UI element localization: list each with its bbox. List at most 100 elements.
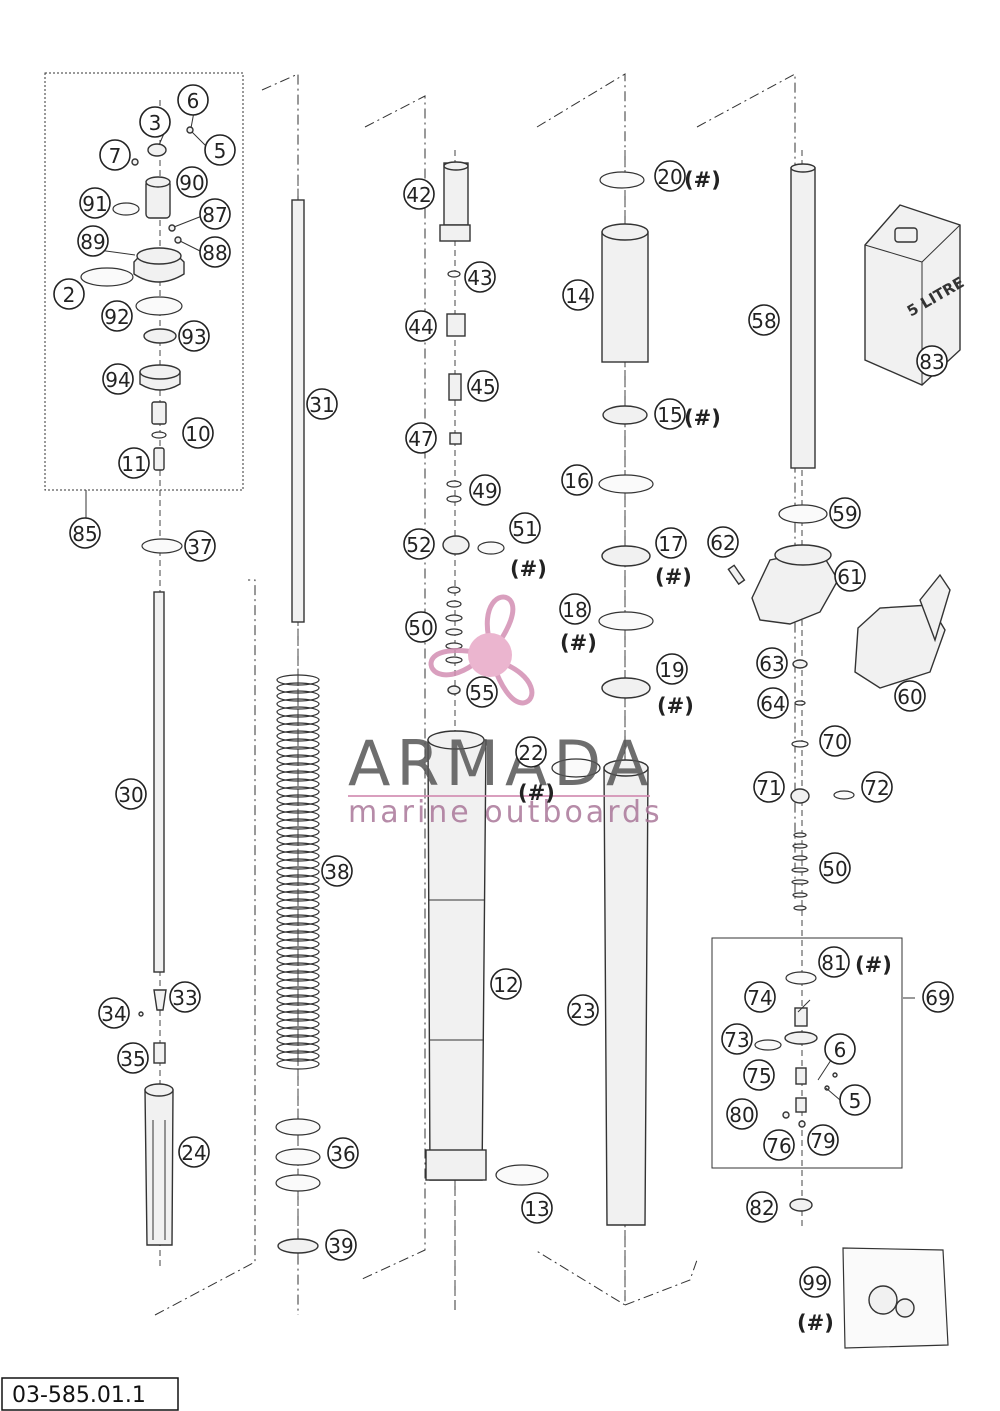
svg-text:89: 89 [80,230,105,254]
svg-text:49: 49 [472,479,497,503]
svg-text:17: 17 [658,532,683,556]
svg-text:52: 52 [406,533,431,557]
callout-80: 80 [726,1098,758,1130]
callout-10: 10 [182,417,214,449]
callout-88: 88 [199,236,231,268]
callout-6: 6 [177,84,209,116]
callout-30: 30 [115,778,147,810]
svg-text:10: 10 [185,422,210,446]
svg-text:63: 63 [759,652,784,676]
svg-text:50: 50 [408,616,433,640]
callout-45: 45 [467,370,499,402]
svg-text:74: 74 [747,986,772,1010]
callout-34: 34 [98,997,130,1029]
callout-87: 87 [199,198,231,230]
callout-59: 59 [829,497,861,529]
callout-14: 14 [562,279,594,311]
svg-text:70: 70 [822,730,847,754]
watermark-brand: ARMADA [348,727,654,800]
svg-text:83: 83 [919,350,944,374]
callout-6-2: 6 [824,1033,856,1065]
svg-text:51: 51 [512,517,537,541]
part-drawings: 5 LITRE [80,126,967,1349]
svg-text:59: 59 [832,502,857,526]
callout-33: 33 [169,981,201,1013]
callout-37: 37 [184,530,216,562]
callout-51: 51 [509,512,541,544]
svg-text:47: 47 [408,427,433,451]
svg-text:91: 91 [82,192,107,216]
callout-12: 12 [490,968,522,1000]
callout-2: 2 [53,278,85,310]
hash-marker-99: (#) [797,1311,834,1335]
svg-text:62: 62 [710,531,735,555]
svg-text:5: 5 [849,1089,862,1113]
callout-38: 38 [321,855,353,887]
callout-18: 18 [559,593,591,625]
callout-93: 93 [178,320,210,352]
kit-85-box [44,72,244,491]
svg-text:18: 18 [562,598,587,622]
svg-text:61: 61 [837,565,862,589]
callout-83: 83 [916,345,948,377]
callout-39: 39 [325,1229,357,1261]
svg-text:43: 43 [467,266,492,290]
callout-99: 99 [799,1266,831,1298]
svg-text:15: 15 [657,403,682,427]
propeller-icon [428,594,535,706]
watermark-logo: ARMADA marine outboards [348,594,660,830]
hash-markers: (#)(#)(#)(#)(#)(#)(#)(#)(#) [510,168,892,1335]
callout-3: 3 [139,106,171,138]
hash-marker-20: (#) [684,168,721,192]
callout-85: 85 [69,517,101,549]
callout-20: 20 [654,160,686,192]
svg-text:23: 23 [570,999,595,1023]
hash-marker-18: (#) [560,631,597,655]
kit-69-box [711,937,903,1169]
callout-71: 71 [753,771,785,803]
svg-text:24: 24 [181,1141,206,1165]
callout-5: 5 [204,134,236,166]
callout-50: 50 [405,611,437,643]
svg-text:45: 45 [470,375,495,399]
svg-text:30: 30 [118,783,143,807]
svg-text:75: 75 [746,1064,771,1088]
callout-72: 72 [861,771,893,803]
svg-text:64: 64 [760,692,785,716]
callout-55: 55 [466,676,498,708]
svg-text:37: 37 [187,535,212,559]
hash-marker-17: (#) [655,565,692,589]
callout-62: 62 [707,526,739,558]
svg-text:69: 69 [925,986,950,1010]
callout-63: 63 [756,647,788,679]
svg-text:33: 33 [172,986,197,1010]
hash-marker-81: (#) [855,953,892,977]
callout-90: 90 [176,166,208,198]
svg-text:87: 87 [202,203,227,227]
svg-text:42: 42 [406,183,431,207]
svg-text:7: 7 [109,144,122,168]
callout-50-2: 50 [819,852,851,884]
svg-text:81: 81 [821,951,846,975]
callout-36: 36 [327,1137,359,1169]
svg-text:71: 71 [756,776,781,800]
callout-79: 79 [807,1124,839,1156]
part-callouts: 2355667101112131415161718192022232430313… [53,84,954,1298]
callout-16: 16 [561,464,593,496]
svg-text:44: 44 [408,315,433,339]
callout-74: 74 [744,981,776,1013]
callout-49: 49 [469,474,501,506]
callout-91: 91 [79,187,111,219]
callout-92: 92 [101,300,133,332]
svg-text:35: 35 [120,1047,145,1071]
svg-text:79: 79 [810,1129,835,1153]
drawing-id-box: 03-585.01.1 [1,1377,179,1411]
svg-text:12: 12 [493,973,518,997]
svg-text:82: 82 [749,1196,774,1220]
callout-43: 43 [464,261,496,293]
callout-42: 42 [403,178,435,210]
svg-text:6: 6 [834,1038,847,1062]
callout-23: 23 [567,994,599,1026]
svg-text:36: 36 [330,1142,355,1166]
svg-text:6: 6 [187,89,200,113]
